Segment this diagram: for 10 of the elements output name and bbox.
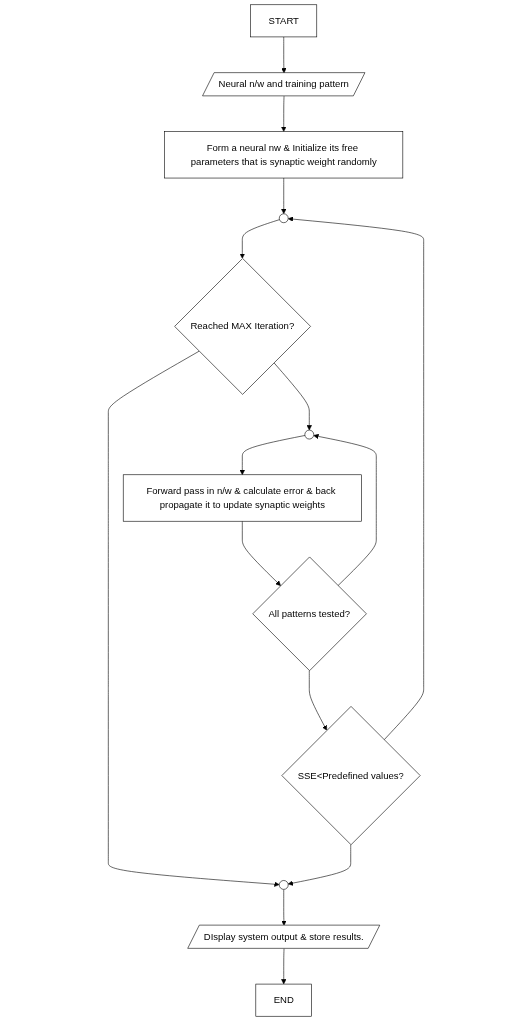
node-diamond: All patterns tested? [252,556,367,671]
node-box: START [250,4,318,38]
node-diamond: SSE<Predefined values? [281,706,421,846]
node-circle [278,213,289,223]
node-circle [304,429,315,440]
node-box: END [255,983,312,1017]
node-diamond: Reached MAX Iteration? [174,258,311,395]
node-box: Form a neural nw & Initialize its free parameters that is synaptic weight randomly [164,131,404,179]
node-circle [278,880,289,890]
node-box: Forward pass in n/w & calculate error & back propagate it to update synaptic weights [122,474,362,522]
